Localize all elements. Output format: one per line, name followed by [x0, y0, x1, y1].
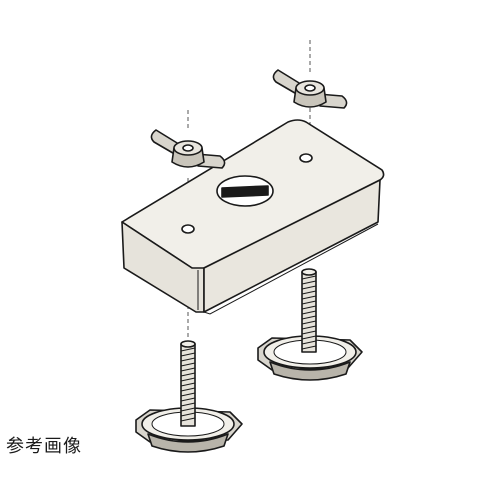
thread-line [301, 330, 317, 335]
thread-line [301, 320, 317, 325]
leveling-foot [257, 335, 363, 381]
thread-line [180, 417, 196, 422]
thread-line [180, 397, 196, 402]
thread-line [180, 407, 196, 412]
thread-line [301, 275, 317, 280]
thread-line [301, 315, 317, 320]
thread-line [301, 295, 317, 300]
thread-line [301, 325, 317, 330]
thread-line [301, 345, 317, 350]
thread-line [180, 372, 196, 377]
thread-line [180, 412, 196, 417]
wing-nut [272, 69, 348, 109]
thread-line [180, 362, 196, 367]
reference-image-caption: 参考画像 [6, 436, 82, 457]
block-right-face [203, 179, 381, 313]
thread-line [301, 305, 317, 310]
thread-line [301, 280, 317, 285]
mounting-block [121, 119, 385, 315]
thread-line [301, 340, 317, 345]
thread-line [180, 347, 196, 352]
thread-line [301, 300, 317, 305]
thread-line [180, 357, 196, 362]
bolt-hole [299, 153, 313, 163]
center-slot-hole [216, 175, 274, 207]
thread-line [180, 377, 196, 382]
bolt-hole [181, 224, 195, 234]
threaded-bolt [301, 268, 317, 353]
thread-line [301, 310, 317, 315]
thread-line [180, 402, 196, 407]
thread-line [180, 352, 196, 357]
thread-line [301, 290, 317, 295]
thread-line [180, 392, 196, 397]
threaded-bolt [180, 340, 196, 427]
thread-line [301, 335, 317, 340]
thread-line [301, 285, 317, 290]
wing-nut [150, 129, 226, 169]
thread-line [180, 387, 196, 392]
thread-line [180, 367, 196, 372]
thread-line [180, 382, 196, 387]
